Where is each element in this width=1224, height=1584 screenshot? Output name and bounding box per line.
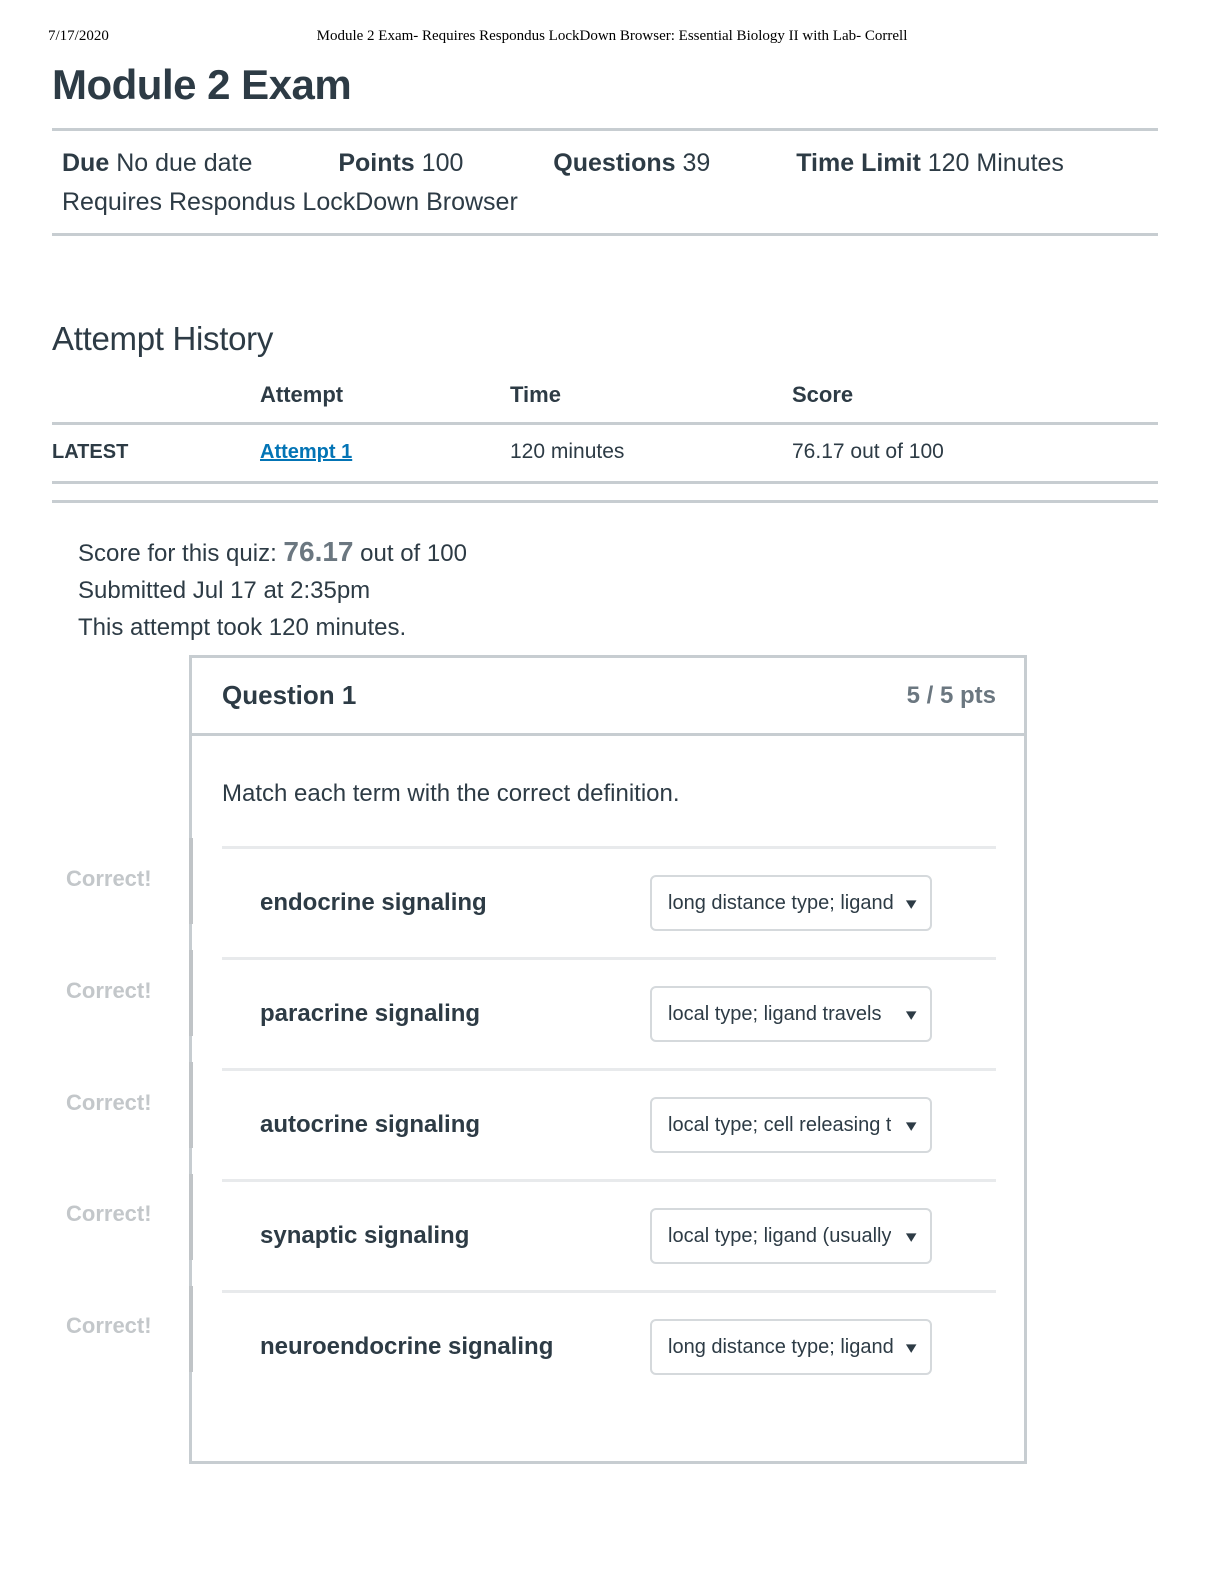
questions-label: Questions xyxy=(553,149,676,177)
divider-mid xyxy=(52,233,1158,236)
print-date: 7/17/2020 xyxy=(48,28,109,44)
question-prompt: Match each term with the correct definit… xyxy=(222,780,680,807)
match-select-value: long distance type; ligand xyxy=(668,891,894,914)
question-body: Match each term with the correct definit… xyxy=(192,736,1024,1461)
match-select-synaptic-signaling[interactable]: local type; ligand (usually ▾ xyxy=(650,1208,932,1265)
answer-marker-bar-3 xyxy=(189,1062,193,1148)
column-header-time: Time xyxy=(510,382,792,425)
time-limit-label: Time Limit xyxy=(796,149,921,177)
score-value: 76.17 xyxy=(283,536,354,567)
score-summary: Score for this quiz: 76.17 out of 100 Su… xyxy=(78,533,467,646)
table-header-row: Attempt Time Score xyxy=(52,382,1158,425)
time-limit-value: 120 Minutes xyxy=(927,149,1064,177)
correct-flag-2: Correct! xyxy=(66,978,152,1003)
match-row: autocrine signaling local type; cell rel… xyxy=(222,1068,996,1179)
attempt-history-heading: Attempt History xyxy=(52,320,274,357)
chevron-down-icon: ▾ xyxy=(906,893,918,913)
match-term-label: synaptic signaling xyxy=(260,1222,470,1250)
chevron-down-icon: ▾ xyxy=(906,1115,918,1135)
divider-below-table xyxy=(52,500,1158,503)
print-document-title: Module 2 Exam- Requires Respondus LockDo… xyxy=(316,28,908,44)
submitted-line: Submitted Jul 17 at 2:35pm xyxy=(78,577,371,604)
score-line: Score for this quiz: 76.17 out of 100 xyxy=(78,533,467,572)
match-select-value: local type; ligand (usually xyxy=(668,1224,892,1247)
question-points: 5 / 5 pts xyxy=(906,681,996,709)
match-row: paracrine signaling local type; ligand t… xyxy=(222,957,996,1068)
match-term-label: neuroendocrine signaling xyxy=(260,1333,554,1361)
points-label: Points xyxy=(338,149,415,177)
table-row: LATEST Attempt 1 120 minutes 76.17 out o… xyxy=(52,423,1158,484)
attempt-history-table: Attempt Time Score LATEST Attempt 1 120 … xyxy=(52,382,1158,484)
match-term-label: paracrine signaling xyxy=(260,1000,481,1028)
column-header-attempt: Attempt xyxy=(260,382,510,425)
match-select-endocrine-signaling[interactable]: long distance type; ligand ▾ xyxy=(650,875,932,932)
column-header-score: Score xyxy=(792,382,1158,425)
match-select-autocrine-signaling[interactable]: local type; cell releasing t ▾ xyxy=(650,1097,932,1154)
match-select-value: long distance type; ligand xyxy=(668,1335,894,1358)
question-header: Question 1 5 / 5 pts xyxy=(192,658,1024,736)
answer-marker-bar-2 xyxy=(189,950,193,1036)
due-label: Due xyxy=(62,149,110,177)
answer-marker-bar-5 xyxy=(189,1286,193,1372)
match-select-paracrine-signaling[interactable]: local type; ligand travels ▾ xyxy=(650,986,932,1043)
chevron-down-icon: ▾ xyxy=(906,1004,918,1024)
correct-flag-5: Correct! xyxy=(66,1313,152,1338)
match-select-neuroendocrine-signaling[interactable]: long distance type; ligand ▾ xyxy=(650,1319,932,1376)
quiz-meta: Due No due date Points 100 Questions 39 … xyxy=(62,144,1162,222)
match-select-value: local type; ligand travels xyxy=(668,1002,882,1025)
match-select-value: local type; cell releasing t xyxy=(668,1113,892,1136)
chevron-down-icon: ▾ xyxy=(906,1226,918,1246)
correct-flag-3: Correct! xyxy=(66,1090,152,1115)
question-title: Question 1 xyxy=(222,680,357,710)
attempt-1-link[interactable]: Attempt 1 xyxy=(260,441,353,463)
answer-marker-bar-4 xyxy=(189,1174,193,1260)
match-answer-list: endocrine signaling long distance type; … xyxy=(222,846,996,1401)
lockdown-requirement: Requires Respondus LockDown Browser xyxy=(62,188,518,216)
score-suffix: out of 100 xyxy=(360,540,467,567)
due-value: No due date xyxy=(116,149,253,177)
match-term-label: endocrine signaling xyxy=(260,889,487,917)
page-title: Module 2 Exam xyxy=(52,61,352,108)
attempt-link-cell: Attempt 1 xyxy=(260,423,510,484)
column-header-flag xyxy=(52,382,260,425)
divider-top xyxy=(52,128,1158,131)
answer-marker-bar-1 xyxy=(189,838,193,924)
attempt-time: 120 minutes xyxy=(510,423,792,484)
match-term-label: autocrine signaling xyxy=(260,1111,481,1139)
match-row: neuroendocrine signaling long distance t… xyxy=(222,1290,996,1401)
match-row: synaptic signaling local type; ligand (u… xyxy=(222,1179,996,1290)
duration-line: This attempt took 120 minutes. xyxy=(78,614,407,641)
points-value: 100 xyxy=(421,149,464,177)
correct-flag-1: Correct! xyxy=(66,866,152,891)
score-prefix: Score for this quiz: xyxy=(78,540,277,567)
question-card: Question 1 5 / 5 pts Match each term wit… xyxy=(189,655,1027,1465)
correct-flag-4: Correct! xyxy=(66,1201,152,1226)
attempt-score: 76.17 out of 100 xyxy=(792,423,1158,484)
match-row: endocrine signaling long distance type; … xyxy=(222,846,996,957)
print-header: 7/17/2020 Module 2 Exam- Requires Respon… xyxy=(0,28,1224,48)
questions-value: 39 xyxy=(682,149,711,177)
chevron-down-icon: ▾ xyxy=(906,1337,918,1357)
attempt-latest-badge: LATEST xyxy=(52,423,260,484)
